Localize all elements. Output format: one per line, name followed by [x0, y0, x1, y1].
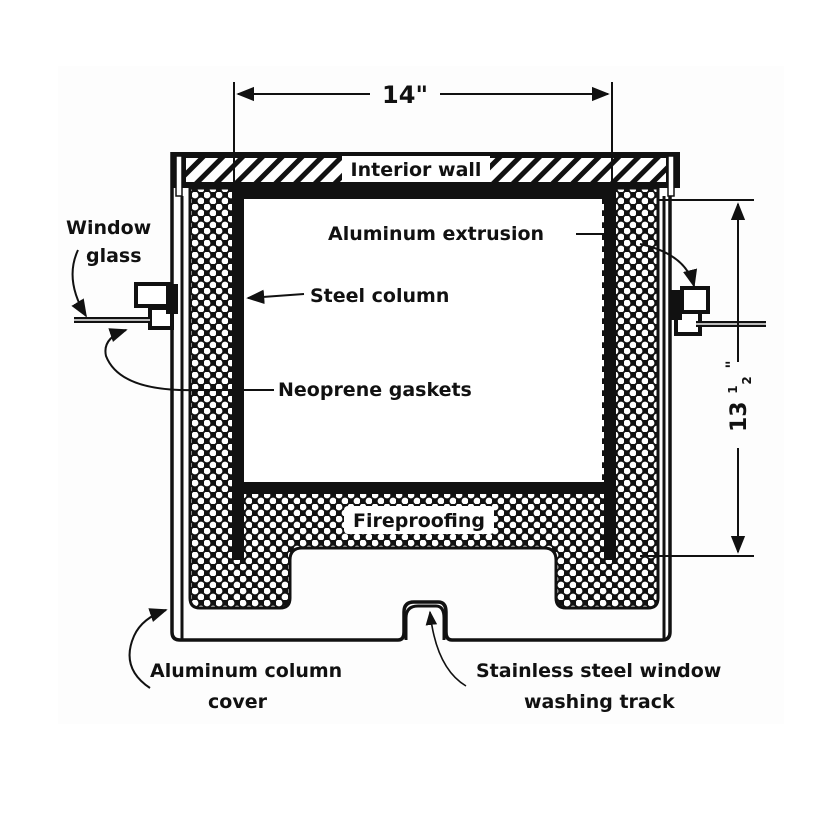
height-dimension-label: 13 1 2 " [718, 360, 757, 432]
neoprene-gaskets-label: Neoprene gaskets [278, 379, 472, 401]
steel-column-label: Steel column [310, 285, 449, 307]
window-washing-track [404, 604, 446, 640]
washing-track-leader [425, 610, 467, 687]
aluminum-extrusion-leader [576, 233, 694, 286]
interior-void [244, 198, 602, 488]
height-dimension: 13 1 2 " [640, 199, 757, 557]
height-inch-mark: " [722, 360, 741, 368]
height-fraction-num: 1 [726, 385, 740, 393]
column-cover-label-1: Aluminum column [150, 660, 342, 682]
window-glass-label-1: Window [66, 217, 151, 239]
width-dimension-label: 14" [382, 81, 428, 109]
window-glass-label-2: glass [86, 245, 142, 267]
width-dimension: 14" [233, 81, 613, 200]
steel-column [232, 192, 616, 560]
left-window-mullion [74, 282, 178, 330]
height-whole: 13 [727, 401, 752, 432]
fireproofing-label: Fireproofing [353, 510, 485, 532]
aluminum-extrusion-label: Aluminum extrusion [328, 223, 544, 245]
aluminum-column-cover [170, 152, 672, 642]
steel-column-leader [246, 289, 305, 305]
neoprene-gaskets-leader [104, 328, 274, 392]
interior-wall-label: Interior wall [351, 159, 482, 181]
washing-track-label-2: washing track [524, 691, 675, 713]
interior-wall-label-bg [342, 156, 490, 182]
washing-track-label-1: Stainless steel window [476, 660, 721, 682]
window-glass-leader [71, 249, 87, 318]
column-cover-label-2: cover [208, 691, 268, 713]
height-fraction-den: 2 [740, 376, 754, 384]
column-cover-leader [128, 608, 168, 689]
